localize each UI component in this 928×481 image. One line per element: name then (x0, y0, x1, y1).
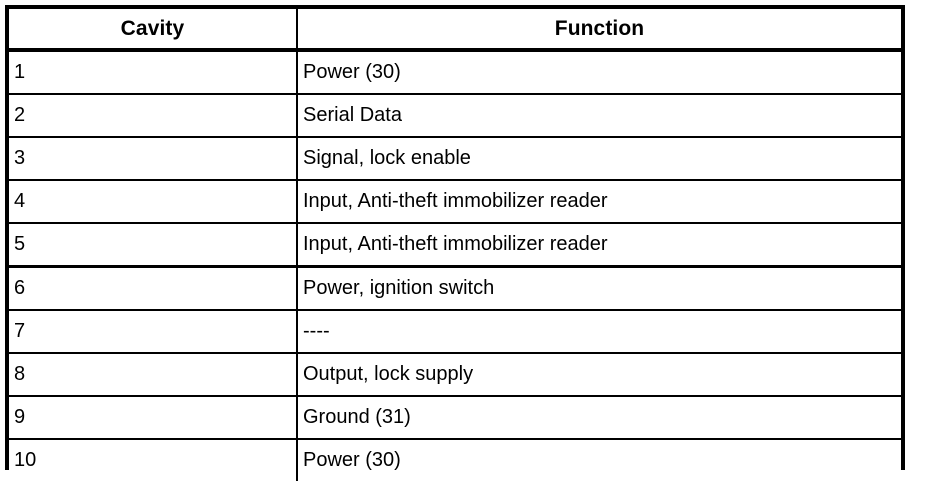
table-row: 7 ---- (9, 309, 901, 353)
cell-cavity: 10 (9, 438, 298, 481)
cell-cavity: 5 (9, 222, 298, 267)
cell-function: Power (30) (297, 50, 901, 94)
cell-function: Power, ignition switch (297, 265, 901, 310)
column-header-cavity: Cavity (9, 9, 298, 50)
cell-function: ---- (297, 309, 901, 353)
table-header: Cavity Function (9, 9, 901, 50)
cell-cavity: 3 (9, 136, 298, 180)
cell-function: Input, Anti-theft immobilizer reader (297, 222, 901, 267)
cell-cavity: 4 (9, 179, 298, 223)
table-row: 9 Ground (31) (9, 395, 901, 439)
cell-function: Input, Anti-theft immobilizer reader (297, 179, 901, 223)
cell-function: Ground (31) (297, 395, 901, 439)
table-row: 3 Signal, lock enable (9, 136, 901, 180)
cell-cavity: 2 (9, 93, 298, 137)
cell-function: Serial Data (297, 93, 901, 137)
table-row: 10 Power (30) (9, 438, 901, 481)
cell-cavity: 8 (9, 352, 298, 396)
cell-function: Signal, lock enable (297, 136, 901, 180)
pinout-table: Cavity Function 1 Power (30) 2 Serial Da… (9, 9, 901, 481)
cell-function: Power (30) (297, 438, 901, 481)
cell-cavity: 6 (9, 265, 298, 310)
table-body: 1 Power (30) 2 Serial Data 3 Signal, loc… (9, 50, 901, 481)
table-row: 1 Power (30) (9, 50, 901, 94)
pinout-table-frame: Cavity Function 1 Power (30) 2 Serial Da… (5, 5, 905, 481)
table-row: 8 Output, lock supply (9, 352, 901, 396)
table-row: 4 Input, Anti-theft immobilizer reader (9, 179, 901, 223)
table-row: 2 Serial Data (9, 93, 901, 137)
cell-function: Output, lock supply (297, 352, 901, 396)
cell-cavity: 7 (9, 309, 298, 353)
table-row: 6 Power, ignition switch (9, 265, 901, 310)
cell-cavity: 9 (9, 395, 298, 439)
cell-cavity: 1 (9, 50, 298, 94)
table-header-row: Cavity Function (9, 9, 901, 50)
column-header-function: Function (297, 9, 901, 50)
table-row: 5 Input, Anti-theft immobilizer reader (9, 222, 901, 267)
